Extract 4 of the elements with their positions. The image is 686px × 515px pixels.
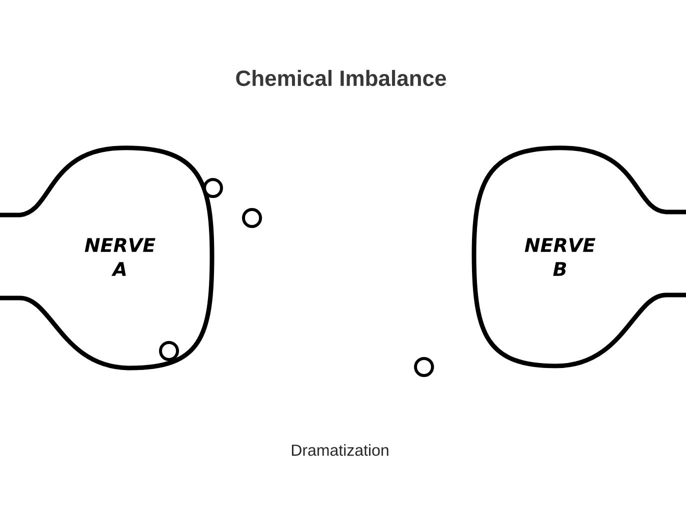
title: Chemical Imbalance: [236, 70, 446, 86]
nerve-ending-drawing: NERVE B: [472, 146, 686, 368]
nerve-ending-drawing: NERVE A: [0, 146, 214, 370]
caption: Dramatization: [292, 444, 388, 456]
